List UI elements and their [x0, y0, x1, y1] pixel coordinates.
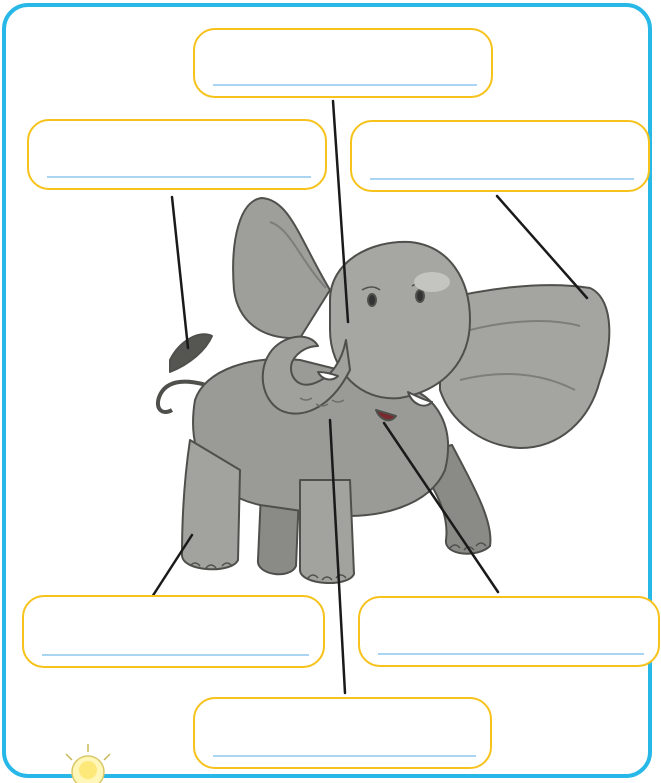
- elephant-left-ear: [233, 198, 330, 338]
- label-answer-upper-left[interactable]: [47, 144, 311, 174]
- label-answer-bottom[interactable]: [213, 723, 476, 753]
- elephant-front-leg: [300, 480, 354, 583]
- answer-line: [47, 176, 311, 178]
- elephant-illustration: [158, 198, 609, 583]
- label-answer-top[interactable]: [213, 52, 477, 82]
- elephant-head: [330, 242, 470, 398]
- elephant-eye-right: [416, 290, 424, 302]
- label-box-upper-right[interactable]: [350, 120, 650, 192]
- answer-line: [213, 755, 476, 757]
- lightbulb-icon: [66, 744, 110, 783]
- label-box-top[interactable]: [193, 28, 493, 98]
- answer-line: [42, 654, 309, 656]
- label-box-lower-left[interactable]: [22, 595, 325, 668]
- answer-line: [370, 178, 634, 180]
- label-answer-upper-right[interactable]: [370, 146, 634, 176]
- label-box-lower-right[interactable]: [358, 596, 660, 667]
- answer-line: [213, 84, 477, 86]
- label-answer-lower-left[interactable]: [42, 622, 309, 652]
- label-answer-lower-right[interactable]: [378, 621, 644, 651]
- label-box-upper-left[interactable]: [27, 119, 327, 190]
- elephant-tail-tuft: [170, 334, 212, 372]
- leader-line-upper-right: [497, 196, 587, 298]
- leader-line-upper-left: [172, 197, 188, 348]
- elephant-eye-left: [368, 294, 376, 306]
- leader-line-lower-left: [152, 535, 192, 597]
- label-box-bottom[interactable]: [193, 697, 492, 769]
- answer-line: [378, 653, 644, 655]
